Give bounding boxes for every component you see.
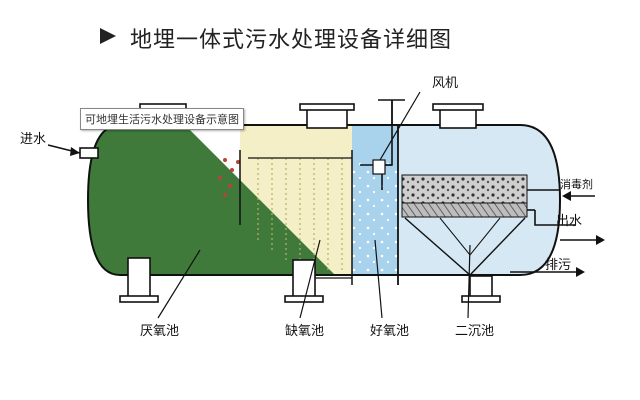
label-anoxic-tank: 缺氧池 [285,324,325,339]
page-title: 地埋一体式污水处理设备详细图 [130,28,453,53]
inlet-pipe [79,147,99,159]
label-outlet: 出水 [556,214,583,229]
manhole-middle [306,107,348,129]
support-leg-middle [292,259,316,299]
title-arrow-icon [100,28,116,44]
support-leg-left [127,257,151,299]
label-aerobic-tank: 好氧池 [370,324,410,339]
tooltip-caption: 可地埋生活污水处理设备示意图 [80,108,244,130]
tank-outline [86,124,562,276]
manhole-right [439,107,477,129]
support-leg-right [469,275,493,299]
label-disinfectant: 消毒剂 [560,178,593,191]
label-blower: 风机 [432,76,459,91]
anaerobic-section [88,125,345,275]
label-inlet: 进水 [20,132,47,147]
label-secondary-clarifier: 二沉池 [455,324,495,339]
filter-media-layer [401,174,528,204]
label-anaerobic-tank: 厌氧池 [140,324,180,339]
filter-hatch-layer [401,202,528,218]
label-sludge-discharge: 排污 [545,258,572,273]
